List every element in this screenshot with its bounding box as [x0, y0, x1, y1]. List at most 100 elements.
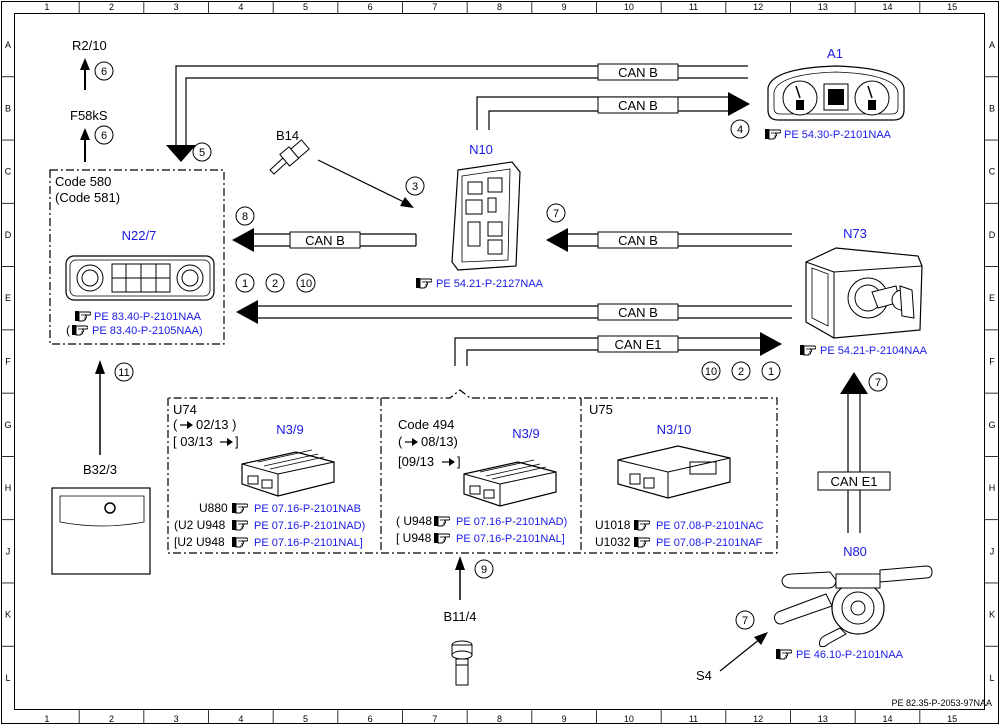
ecu-n3-9-drawing: [463, 459, 557, 507]
code-494-section: Code 494 ( 08/13) [09/13 ] N3/9 ( U948 P…: [396, 417, 567, 545]
grid-row-label: E: [5, 293, 11, 303]
n80-label: N80: [843, 544, 867, 559]
b32-3-arrow: 11: [95, 360, 134, 455]
callout-3: [405, 176, 425, 196]
grid-row-label: L: [5, 673, 10, 683]
grid-row-label: B: [989, 103, 995, 113]
can-b-n22-line: CAN B 8: [232, 206, 417, 252]
grid-column-label: 3: [174, 714, 179, 724]
s4-label: S4: [696, 668, 712, 683]
callout-6a: [94, 61, 114, 81]
svg-text:(U2 U948: (U2 U948: [174, 518, 226, 532]
n73-ref: PE 54.21-P-2104NAA: [820, 345, 928, 357]
b14-label: B14: [276, 128, 299, 143]
grid-column-label: 13: [818, 714, 828, 724]
svg-text:PE 07.16-P-2101NAL]: PE 07.16-P-2101NAL]: [254, 537, 363, 549]
grid-row-label: A: [989, 40, 995, 50]
svg-text:PE 07.16-P-2101NAD): PE 07.16-P-2101NAD): [254, 520, 365, 532]
grid-row-label: D: [5, 230, 12, 240]
a1-ref: PE 54.30-P-2101NAA: [784, 129, 892, 141]
svg-text:CAN B: CAN B: [618, 98, 658, 113]
grid-row-label: K: [5, 610, 11, 620]
grid-row-label: B: [5, 103, 11, 113]
n10-label: N10: [469, 142, 493, 157]
svg-text:9: 9: [481, 564, 487, 576]
r2-10-label: R2/10: [72, 38, 107, 53]
n73-label: N73: [843, 226, 867, 241]
hand-pointer-icon: [72, 324, 88, 336]
svg-text:1: 1: [768, 366, 774, 378]
grid-column-label: 13: [818, 2, 828, 12]
u75-unit: N3/10: [657, 422, 692, 437]
hand-pointer-icon: [765, 128, 781, 140]
b11-4-arrow: 9: [455, 556, 494, 600]
svg-text:11: 11: [118, 367, 129, 379]
svg-text:2: 2: [272, 278, 278, 290]
b14-sensor: B14 3: [269, 128, 425, 208]
svg-text:]: ]: [457, 454, 461, 469]
r2-10-block: R2/10 6: [72, 38, 114, 90]
hand-pointer-icon: [634, 519, 650, 531]
grid-row-label: H: [5, 483, 12, 493]
footer-id: PE 82.35-P-2053-97NAA: [891, 698, 992, 708]
grid-row-label: L: [989, 673, 994, 683]
svg-text:6: 6: [101, 66, 107, 78]
grid-row-label: J: [6, 546, 11, 556]
grid-column-label: 7: [432, 714, 437, 724]
svg-text:PE 07.16-P-2101NAL]: PE 07.16-P-2101NAL]: [456, 533, 565, 545]
svg-text:[U2 U948: [U2 U948: [174, 535, 225, 549]
svg-text:2: 2: [738, 366, 744, 378]
grid-column-label: 6: [368, 2, 373, 12]
grid-column-label: 12: [753, 2, 763, 12]
grid-column-label: 5: [303, 714, 308, 724]
grid-column-label: 11: [689, 714, 698, 724]
grid-row-label: E: [989, 293, 995, 303]
arrow-right-icon: [405, 438, 418, 446]
svg-text:[09/13: [09/13: [398, 454, 434, 469]
svg-text:[ U948: [ U948: [396, 531, 432, 545]
grid-column-label: 15: [947, 2, 957, 12]
grid-column-label: 11: [689, 2, 698, 12]
svg-text:7: 7: [875, 377, 881, 389]
callout-5: [192, 142, 212, 162]
grid-column-label: 14: [882, 714, 892, 724]
grid-row-label: J: [990, 546, 995, 556]
svg-text:1: 1: [242, 278, 248, 290]
svg-text:( U948: ( U948: [396, 514, 432, 528]
callout-11: [114, 362, 134, 382]
can-b-n73-line: CAN B: [236, 300, 792, 324]
hand-pointer-icon: [232, 502, 248, 514]
code-494-unit: N3/9: [512, 426, 539, 441]
svg-text:PE 07.08-P-2101NAF: PE 07.08-P-2101NAF: [656, 537, 763, 549]
hand-pointer-icon: [800, 344, 816, 356]
callout-6b: [94, 125, 114, 145]
svg-text:U1032: U1032: [595, 535, 631, 549]
svg-text:4: 4: [737, 124, 743, 136]
grid-row-label: D: [989, 230, 996, 240]
svg-text:CAN B: CAN B: [305, 233, 345, 248]
b11-4-sensor: B11/4: [443, 609, 477, 686]
arrow-right-icon: [442, 458, 455, 466]
svg-text:]: ]: [235, 434, 239, 449]
grid-column-label: 9: [562, 2, 567, 12]
callout-8: [235, 206, 255, 226]
u74-section: U74 ( 02/13 ) [ 03/13 ] N3/9 U880 PE 07.…: [173, 402, 365, 549]
code-581-label: (Code 581): [55, 190, 120, 205]
grid-row-label: K: [989, 610, 995, 620]
hand-pointer-icon: [75, 310, 91, 322]
svg-text:[ 03/13: [ 03/13: [173, 434, 213, 449]
grid-row-label: F: [5, 357, 11, 367]
svg-text:PE 07.16-P-2101NAB: PE 07.16-P-2101NAB: [254, 503, 361, 515]
n10-module: N10 PE 54.21-P-2127NAA: [416, 142, 544, 290]
svg-text:CAN B: CAN B: [618, 65, 658, 80]
grid-column-label: 8: [497, 714, 502, 724]
grid-column-label: 8: [497, 2, 502, 12]
can-e1-h-line: CAN E1 7: [817, 372, 891, 533]
grid-column-label: 2: [109, 2, 114, 12]
grid-row-label: G: [988, 420, 995, 430]
grid-column-label: 2: [109, 714, 114, 724]
svg-text:(: (: [173, 417, 178, 432]
n80-steering-module: N80 PE 46.10-P-2101NAA: [773, 544, 933, 661]
callout-7b: [868, 372, 888, 392]
